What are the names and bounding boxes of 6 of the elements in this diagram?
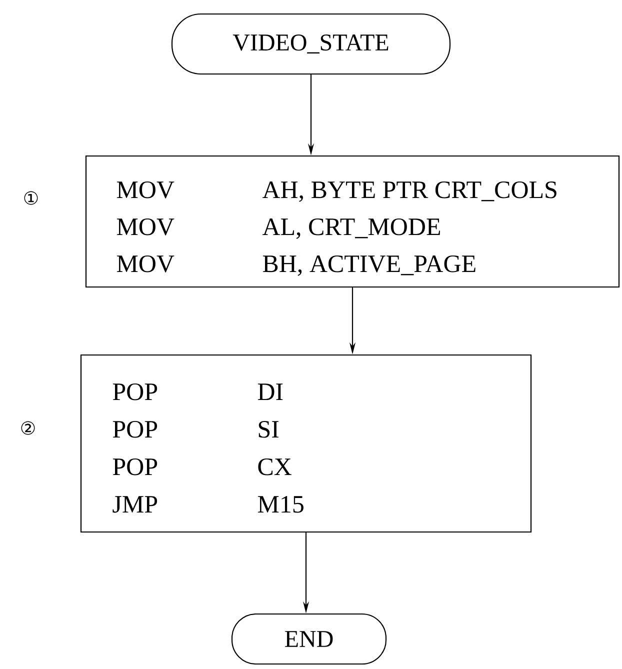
terminal-box: VIDEO_STATE <box>171 13 451 75</box>
step-number: ① <box>24 191 38 205</box>
process-box: POP DI POP SI POP CX JMP M15 <box>80 354 532 533</box>
terminal-box: END <box>231 613 387 665</box>
process-box: MOV AH, BYTE PTR CRT_COLS MOV AL, CRT_MODE MOV BH, ACTIVE_PAGE <box>85 155 620 288</box>
step-number: ② <box>21 421 35 435</box>
